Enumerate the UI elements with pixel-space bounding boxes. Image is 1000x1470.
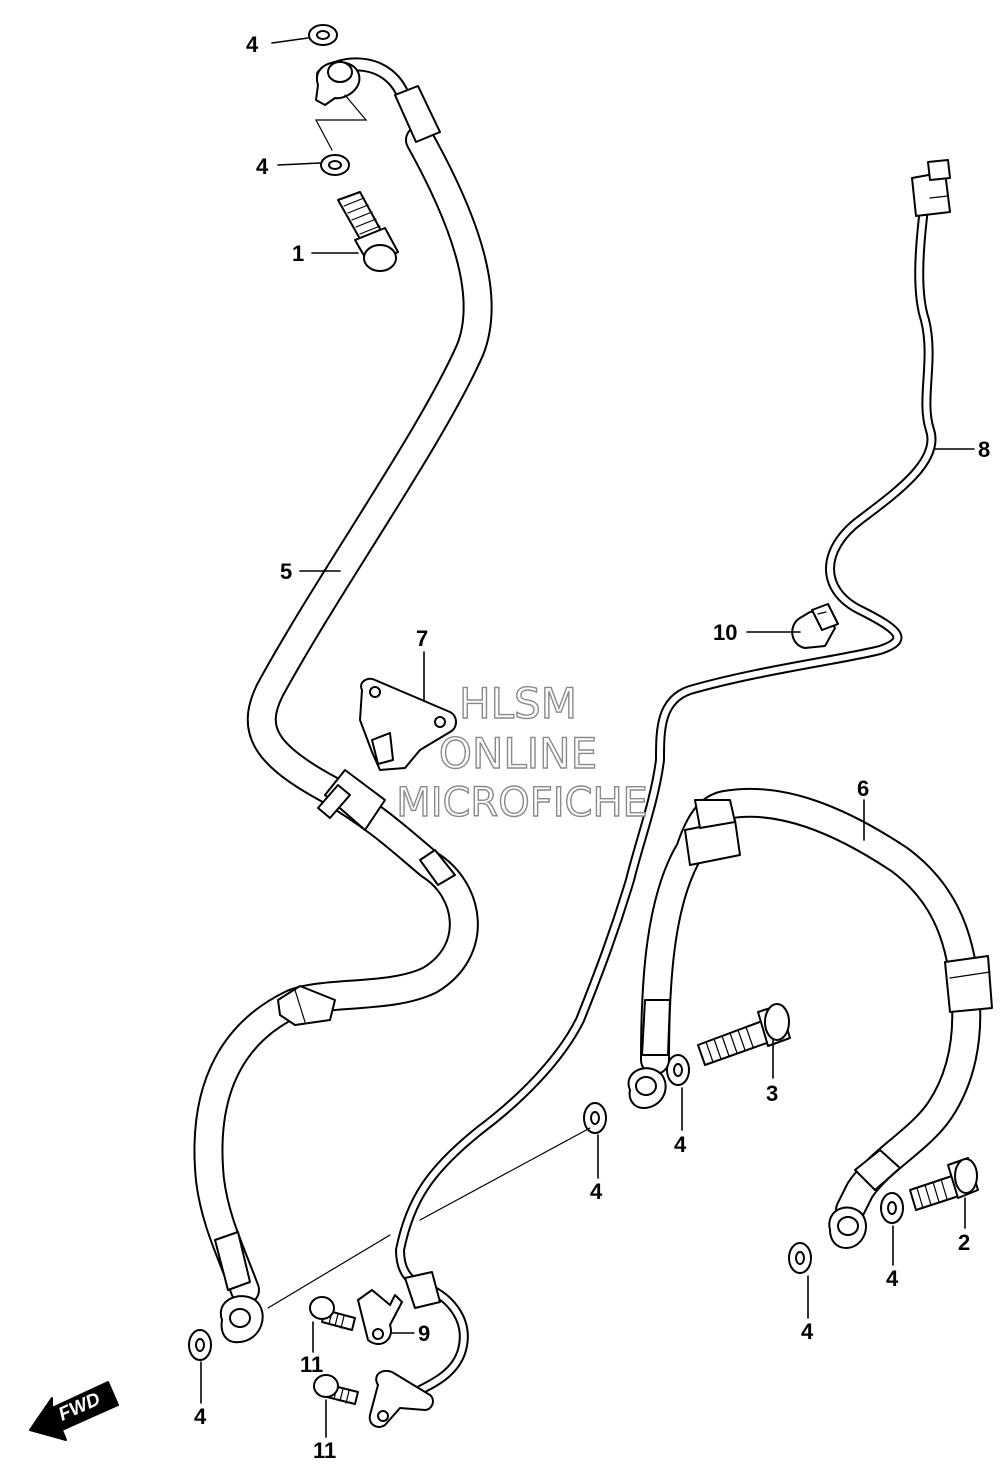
union-bolt-1[interactable] — [337, 191, 399, 272]
callout-4-top: 4 — [246, 32, 259, 57]
callout-9: 9 — [418, 1321, 430, 1346]
fwd-arrow-icon: FWD — [29, 1381, 119, 1441]
callout-4-left-bottom: 4 — [194, 1404, 207, 1429]
callout-11-upper: 11 — [300, 1352, 323, 1377]
assembly-guide-line-top — [315, 94, 368, 151]
callout-4-right-upper: 4 — [674, 1132, 687, 1157]
leader-lines — [200, 37, 975, 1438]
callout-6: 6 — [857, 776, 869, 801]
callout-5: 5 — [280, 559, 292, 584]
clamp-9[interactable] — [357, 1289, 403, 1345]
washer-4-right-bottom[interactable] — [788, 1242, 812, 1274]
watermark-line-2: ONLINE — [439, 729, 597, 778]
callout-8: 8 — [978, 437, 990, 462]
callout-3: 3 — [766, 1081, 778, 1106]
assembly-guide-line — [267, 1127, 591, 1309]
speed-sensor-lead-8[interactable] — [368, 159, 951, 1428]
bolt-11-lower[interactable] — [313, 1374, 359, 1405]
callout-11-lower: 11 — [313, 1438, 336, 1463]
washer-4-top[interactable] — [308, 24, 338, 46]
callout-4-center: 4 — [590, 1179, 603, 1204]
union-bolt-2[interactable] — [909, 1157, 979, 1211]
clamp-10[interactable] — [791, 603, 839, 649]
watermark-line-3: MICROFICHE — [396, 780, 648, 826]
brake-hose-bracket-7[interactable] — [359, 677, 457, 771]
brake-hose-5[interactable] — [193, 57, 493, 1344]
brake-hose-6[interactable] — [627, 787, 993, 1249]
union-bolt-3[interactable] — [697, 1003, 791, 1066]
washer-4-left-bottom[interactable] — [188, 1329, 212, 1361]
watermark-line-1: HLSM — [459, 679, 577, 728]
callout-4-right-mid: 4 — [886, 1266, 899, 1291]
callout-4-upper: 4 — [256, 154, 269, 179]
washer-4-right-upper[interactable] — [666, 1054, 690, 1086]
callout-7: 7 — [416, 626, 428, 651]
washer-4-right-mid[interactable] — [880, 1192, 904, 1224]
bolt-11-upper[interactable] — [309, 1296, 356, 1331]
callout-labels: 4 4 1 5 7 8 10 6 3 4 4 2 4 4 9 11 11 4 — [194, 32, 990, 1463]
watermark: HLSM ONLINE MICROFICHE — [395, 678, 648, 826]
washer-4-center[interactable] — [583, 1102, 607, 1134]
washer-4-upper[interactable] — [320, 154, 350, 176]
callout-1: 1 — [292, 241, 304, 266]
callout-10: 10 — [713, 620, 737, 645]
callout-2: 2 — [958, 1230, 970, 1255]
callout-4-right-bottom: 4 — [801, 1319, 814, 1344]
